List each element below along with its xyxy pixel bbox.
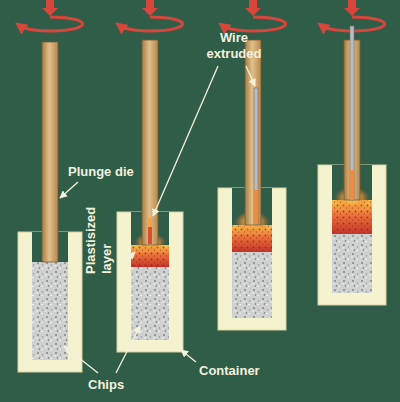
leader-arrows — [60, 66, 255, 373]
part-label: Wire extruded — [198, 30, 270, 62]
extruded-wire — [148, 26, 354, 244]
containers — [18, 165, 386, 372]
plunge-arrows — [42, 0, 360, 16]
part-label: Plastisized layer — [83, 190, 115, 274]
rotation-arrows — [20, 17, 385, 31]
part-label: Plunge die — [68, 164, 158, 180]
part-label: Chips — [88, 377, 148, 393]
part-label: Container — [199, 363, 289, 379]
